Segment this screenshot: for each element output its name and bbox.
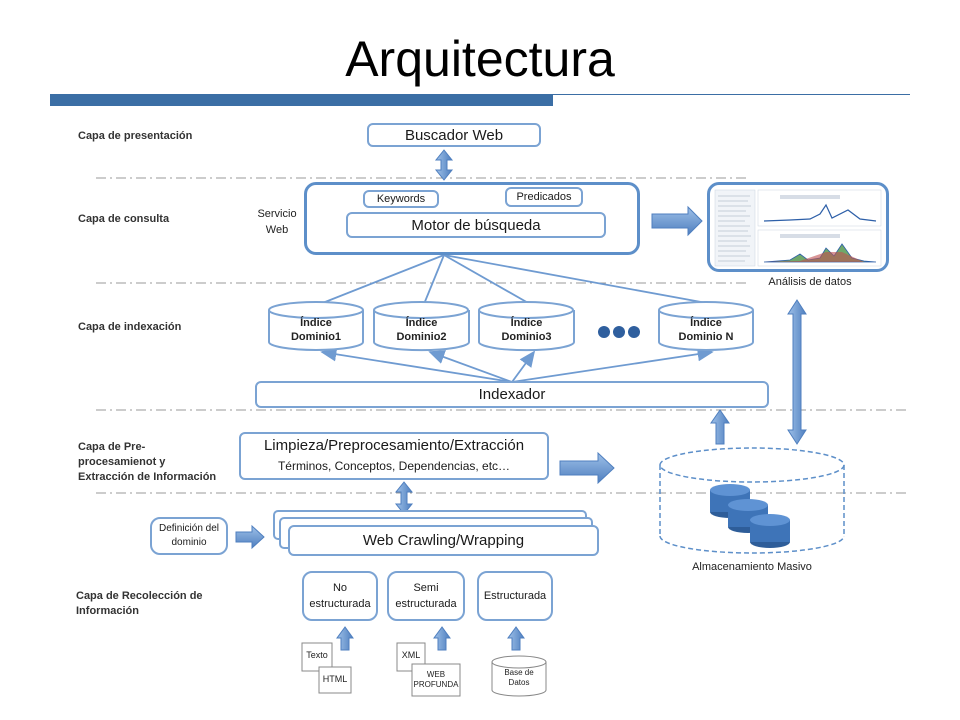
layer-label-preprocesamiento: Capa de Pre- procesamienot y Extracción … (78, 440, 216, 485)
almacenamiento-label: Almacenamiento Masivo (692, 561, 812, 573)
title-accent-bar (50, 94, 553, 106)
layer-label-recoleccion: Capa de Recolección de Información (76, 589, 203, 619)
xml-label: XML (401, 650, 421, 660)
arrow-almacenamiento-to-indexador (710, 409, 730, 445)
web-crawling-node: Web Crawling/Wrapping (288, 525, 599, 556)
estructurada-node: Estructurada (477, 571, 553, 621)
indice-dominion-cylinder (658, 301, 754, 351)
servicio-web-label-line: Web (265, 224, 289, 236)
database-stack-icon (710, 484, 790, 548)
layer-separators (96, 177, 910, 494)
analisis-datos-node (707, 182, 889, 272)
web-profunda-line: PROFUNDA (413, 680, 459, 689)
layer-label-line: procesamienot y (78, 456, 166, 468)
indice-dominio2-cylinder (373, 301, 470, 352)
web-profunda-line: WEB (426, 670, 446, 679)
semi-estructurada-node: Semi estructurada (387, 571, 465, 621)
keywords-node: Keywords (363, 190, 439, 208)
source-type-line: Semi (413, 582, 439, 594)
indice-dominio1-cylinder (268, 301, 364, 351)
indice-label-line: Dominio1 (290, 331, 342, 343)
indice-dominio2-label: Índice Dominio2 (374, 316, 469, 344)
layer-label-line: Capa de Pre- (78, 441, 146, 453)
no-estructurada-node: No estructurada (302, 571, 378, 621)
indice-label-line: Índice (300, 317, 332, 329)
arrow-to-analisis (651, 205, 703, 237)
layer-label-consulta: Capa de consulta (78, 213, 170, 225)
buscador-web-node: Buscador Web (367, 123, 541, 147)
layer-label-line: Capa de Recolección de (76, 590, 203, 602)
indice-dominio3-label: Índice Dominio3 (479, 316, 574, 344)
indice-dominion-label: Índice Dominio N (659, 316, 753, 344)
indice-dominio1-label: Índice Dominio1 (269, 316, 363, 344)
ellipsis-dots (598, 326, 640, 338)
indice-dominio3-cylinder (478, 301, 575, 352)
index-cylinders (268, 301, 754, 352)
layer-label-line: Extracción de Información (78, 471, 217, 483)
definicion-line: dominio (171, 537, 207, 548)
base-datos-line: Datos (508, 678, 530, 687)
base-datos-line: Base de (504, 668, 534, 677)
texto-doc-icon (301, 642, 333, 672)
analisis-datos-label: Análisis de datos (768, 276, 852, 288)
motor-busqueda-node: Motor de búsqueda (346, 212, 606, 238)
html-label: HTML (322, 674, 348, 684)
motor-to-indices-lines (319, 254, 713, 305)
double-arrow-analisis-almacenamiento (787, 299, 807, 445)
html-doc-icon (318, 666, 352, 694)
indexador-node: Indexador (255, 381, 769, 408)
web-profunda-label: WEB PROFUNDA (412, 670, 460, 690)
indice-label-line: Índice (690, 317, 722, 329)
servicio-web-label-line: Servicio (257, 208, 297, 220)
arrow-definicion-to-crawling (235, 524, 265, 550)
arrow-limpieza-to-almacenamiento (559, 451, 615, 485)
definicion-line: Definición del (158, 523, 220, 534)
limpieza-title: Limpieza/Preprocesamiento/Extracción (263, 437, 525, 454)
limpieza-node: Limpieza/Preprocesamiento/Extracción Tér… (239, 432, 549, 480)
source-type-line: estructurada (309, 598, 371, 610)
analisis-thumbnail (712, 187, 884, 268)
almacenamiento-cylinder (659, 447, 845, 554)
indice-label-line: Dominio2 (396, 331, 447, 343)
indexador-to-indices-arrows (320, 347, 714, 383)
texto-label: Texto (306, 650, 328, 660)
indice-label-line: Índice (405, 317, 438, 329)
indice-label-line: Índice (510, 317, 543, 329)
limpieza-subtitle: Términos, Conceptos, Dependencias, etc… (277, 459, 511, 473)
base-datos-label: Base de Datos (492, 668, 546, 688)
double-arrow-limpieza-crawling (394, 481, 414, 515)
base-datos-cylinder-icon (491, 655, 547, 697)
layer-label-presentacion: Capa de presentación (78, 130, 193, 142)
source-documents (301, 642, 461, 697)
servicio-web-label: Servicio Web (250, 206, 304, 238)
title-rule (553, 94, 910, 95)
web-profunda-doc-icon (411, 663, 461, 697)
indice-label-line: Dominio3 (501, 331, 552, 343)
page-title: Arquitectura (345, 31, 615, 87)
double-arrow-buscador-servicio (434, 149, 454, 181)
layer-label-indexacion: Capa de indexación (78, 321, 182, 333)
layer-label-line: Información (76, 605, 139, 617)
definicion-dominio-node: Definición del dominio (150, 517, 228, 555)
source-type-line: No (332, 582, 348, 594)
source-type-line: estructurada (395, 598, 457, 610)
source-up-arrows (336, 626, 525, 651)
indice-label-line: Dominio N (678, 331, 734, 343)
predicados-node: Predicados (505, 187, 583, 207)
